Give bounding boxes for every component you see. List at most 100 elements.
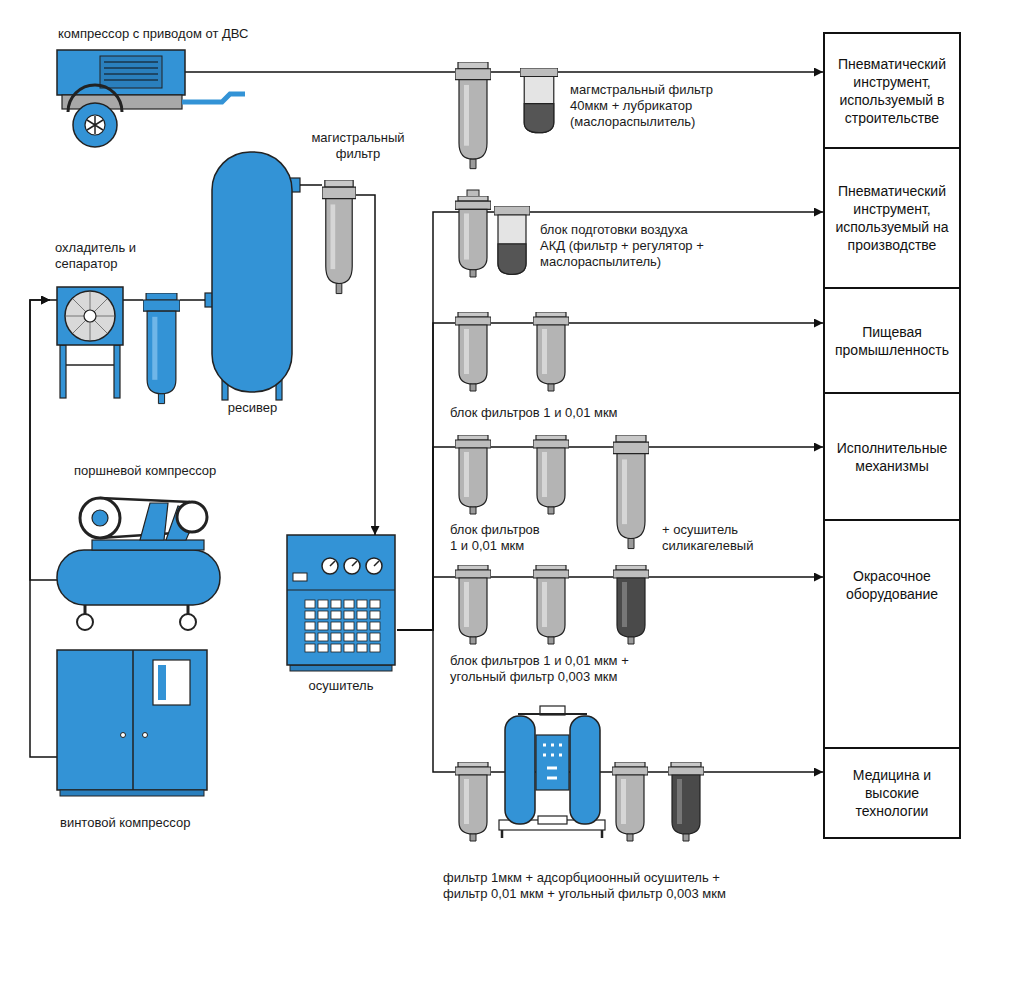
vent-cell [331,644,341,652]
application-box: Пневматический инструмент, используемый … [823,32,961,149]
air-pipe-connector [397,630,438,772]
application-label: Медицина и высокие технологии [831,766,953,820]
filter-001um [533,312,569,391]
regulator-knob [467,190,479,197]
air-pipe-connector [30,300,52,580]
pulley [80,498,120,538]
piston-compressor: поршневой компрессор [52,460,230,635]
vent-cell [357,611,367,619]
vent-grid [305,600,380,652]
lubricator [494,206,530,274]
air-pipe-connector [30,300,52,757]
vent-cell [370,633,380,641]
application-label: Пневматический инструмент, используемый … [831,55,953,127]
application-label: Пневматический инструмент, используемый … [831,182,953,254]
equipment-caption: + осушитель силикагелевый [662,522,767,554]
vent-cell [331,600,341,608]
application-box: Пищевая промышленность [823,287,961,394]
main-filter [322,180,356,294]
vent-cell [370,644,380,652]
connectors [30,72,823,772]
application-label: Окрасочное оборудование [831,567,953,603]
frame-legs [502,830,602,838]
vent-cell [370,622,380,630]
cooler-fan [65,291,115,341]
vent-cell [357,633,367,641]
carbon-filter [668,762,704,841]
door-split [132,650,134,790]
compressor-wheel [180,614,196,630]
air-pipe-connector [663,576,823,578]
adsorber-column [570,716,600,824]
paint-filter-group [455,565,649,644]
main-filter-figure [322,180,356,294]
filter-lubricator-unit: магмстральный фильтр 40мкм + лубрикатор … [452,60,737,172]
adsorption-dryer-block: фильтр 1мкм + адсорбциоонный осушитель +… [438,705,778,910]
pipe-line [185,71,270,73]
air-pipe-connector [300,184,306,186]
equipment-caption: ресивер [207,400,298,416]
pipe-line [452,71,737,73]
air-pipe-connector [185,299,205,301]
vent-cell [370,600,380,608]
pulley-hub [92,510,108,526]
line-filter-group [455,62,558,169]
equipment-caption: винтовой компрессор [60,815,225,831]
air-pipe-connector [648,322,823,324]
fan-hub [84,310,96,322]
cooler-housing [57,287,123,345]
air-prep-filter [455,196,491,277]
equipment-caption: поршневой компрессор [74,463,224,479]
vent-cell [331,633,341,641]
vent-cell [318,600,328,608]
panel-dots [543,745,562,778]
food-filter-group [455,312,569,391]
compressor-tank [57,550,220,605]
vent-cell [357,600,367,608]
door-handle [143,733,148,738]
fan-blades [66,292,114,340]
vent-cell [305,644,315,652]
screw-compressor: винтовой компрессор [52,645,232,835]
vent-cell [331,611,341,619]
equipment-caption: осушитель [287,678,395,694]
vent-cell [344,611,354,619]
vent-cell [305,633,315,641]
vent-cell [305,622,315,630]
air-pipe-connector [778,771,823,773]
vent-cell [318,622,328,630]
air-pipe-connector [397,447,448,630]
application-box: Окрасочное оборудование [823,519,961,749]
application-box: Медицина и высокие технологии [823,747,961,839]
wheel-star [87,116,103,134]
main-filter: магистральный фильтр [306,130,410,297]
equipment-caption: компрессор с приводом от ДВС [58,26,268,42]
vent-cell [344,600,354,608]
pump-cylinder [140,503,168,540]
application-box: Исполнительные механизмы [823,392,961,521]
filter-1um [455,762,491,841]
application-label: Исполнительные механизмы [831,439,953,475]
vent-cell [357,644,367,652]
adsorber-column [505,716,535,824]
bottom-manifold [538,816,567,824]
filter-block: блок фильтров 1 и 0,01 мкм [448,310,648,425]
medical-filter-group [455,706,704,841]
line-filter [455,62,491,169]
vent-cell [305,611,315,619]
filter-1um [455,435,491,514]
filter-dryer-block: блок фильтров 1 и 0,01 мкм+ осушитель си… [448,432,773,560]
application-label: Пищевая промышленность [831,323,953,359]
cooler-figure [57,287,180,404]
control-window [153,660,190,705]
vent-cell [344,633,354,641]
vent-cell [318,644,328,652]
panel-divider [287,589,395,590]
air-prep-unit: блок подготовки воздуха АКД (фильтр + ре… [450,190,732,280]
wheel-hub [85,115,105,135]
air-pipe-connector [397,577,448,630]
engine-compressor-figure [57,50,245,147]
flywheel [177,502,207,532]
